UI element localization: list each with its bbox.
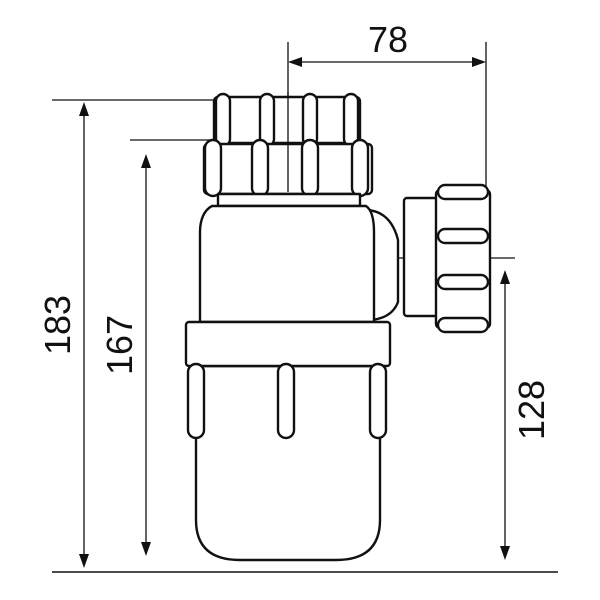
outlet-coupling-nut xyxy=(402,183,492,334)
dimension-label-183: 183 xyxy=(37,295,78,355)
trap-body-upper xyxy=(198,204,376,324)
dimension-183: 183 xyxy=(37,102,89,568)
inlet-top-nut xyxy=(212,92,362,148)
dimension-78: 78 xyxy=(288,19,486,67)
outlet-elbow xyxy=(366,208,400,322)
bottle-grip-ribs xyxy=(186,362,388,440)
trap-neck xyxy=(216,192,362,208)
bottle-collar xyxy=(184,320,392,368)
dimension-167: 167 xyxy=(99,154,151,556)
dimension-label-128: 128 xyxy=(511,380,552,440)
dimension-label-78: 78 xyxy=(368,19,408,60)
trap-bottle-cup xyxy=(194,364,382,562)
dimension-label-167: 167 xyxy=(99,315,140,375)
dimension-128: 128 xyxy=(500,270,552,560)
